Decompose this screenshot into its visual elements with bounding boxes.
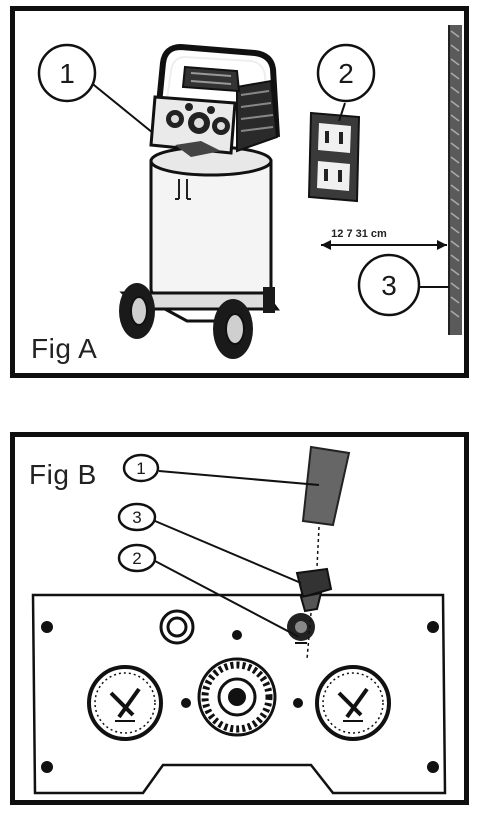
figure-a-labels: 1 2 3 12 7 31 cm xyxy=(59,58,397,301)
callout-b3-number: 3 xyxy=(132,508,141,527)
wall xyxy=(448,25,462,335)
figure-b-labels: 1 3 2 xyxy=(132,459,145,568)
figure-b-label: Fig B xyxy=(29,459,97,490)
figure-a-drawing xyxy=(37,25,462,359)
figure-a-panel: 1 2 3 12 7 31 cm Fig A xyxy=(10,6,469,378)
callout-3 xyxy=(357,253,421,317)
motor xyxy=(175,65,279,157)
callout-1-number: 1 xyxy=(59,58,75,89)
clearance-label: 12 7 31 cm xyxy=(331,228,387,240)
clearance-dimension xyxy=(321,240,447,250)
callout-2-leader xyxy=(338,102,346,122)
callout-b1-leader xyxy=(158,470,320,486)
control-panel xyxy=(149,95,237,155)
callout-1 xyxy=(37,43,97,103)
callout-b3-leader xyxy=(154,520,302,584)
callout-b2-leader xyxy=(154,560,300,638)
callout-2 xyxy=(316,43,376,103)
callout-b1-number: 1 xyxy=(136,459,145,478)
wheel-right xyxy=(213,299,253,359)
figure-b-drawing xyxy=(31,445,447,795)
plug-fitting xyxy=(295,567,333,660)
callout-b2 xyxy=(117,543,157,573)
wheel-left xyxy=(119,283,155,339)
callout-3-number: 3 xyxy=(381,270,397,301)
regulator-knob xyxy=(197,657,277,737)
right-gauge xyxy=(315,665,391,741)
callout-b3 xyxy=(117,502,157,532)
callout-b1 xyxy=(122,453,160,483)
callout-1-leader xyxy=(88,80,154,134)
callout-2-number: 2 xyxy=(338,58,354,89)
outlet-port xyxy=(159,609,195,645)
callout-b2-number: 2 xyxy=(132,549,141,568)
figure-a-label: Fig A xyxy=(31,333,98,364)
air-hose xyxy=(301,445,351,568)
figure-b-panel: 1 3 2 Fig B xyxy=(10,432,469,805)
compressor xyxy=(119,43,280,359)
left-gauge xyxy=(87,665,163,741)
wall-outlet xyxy=(307,111,361,203)
